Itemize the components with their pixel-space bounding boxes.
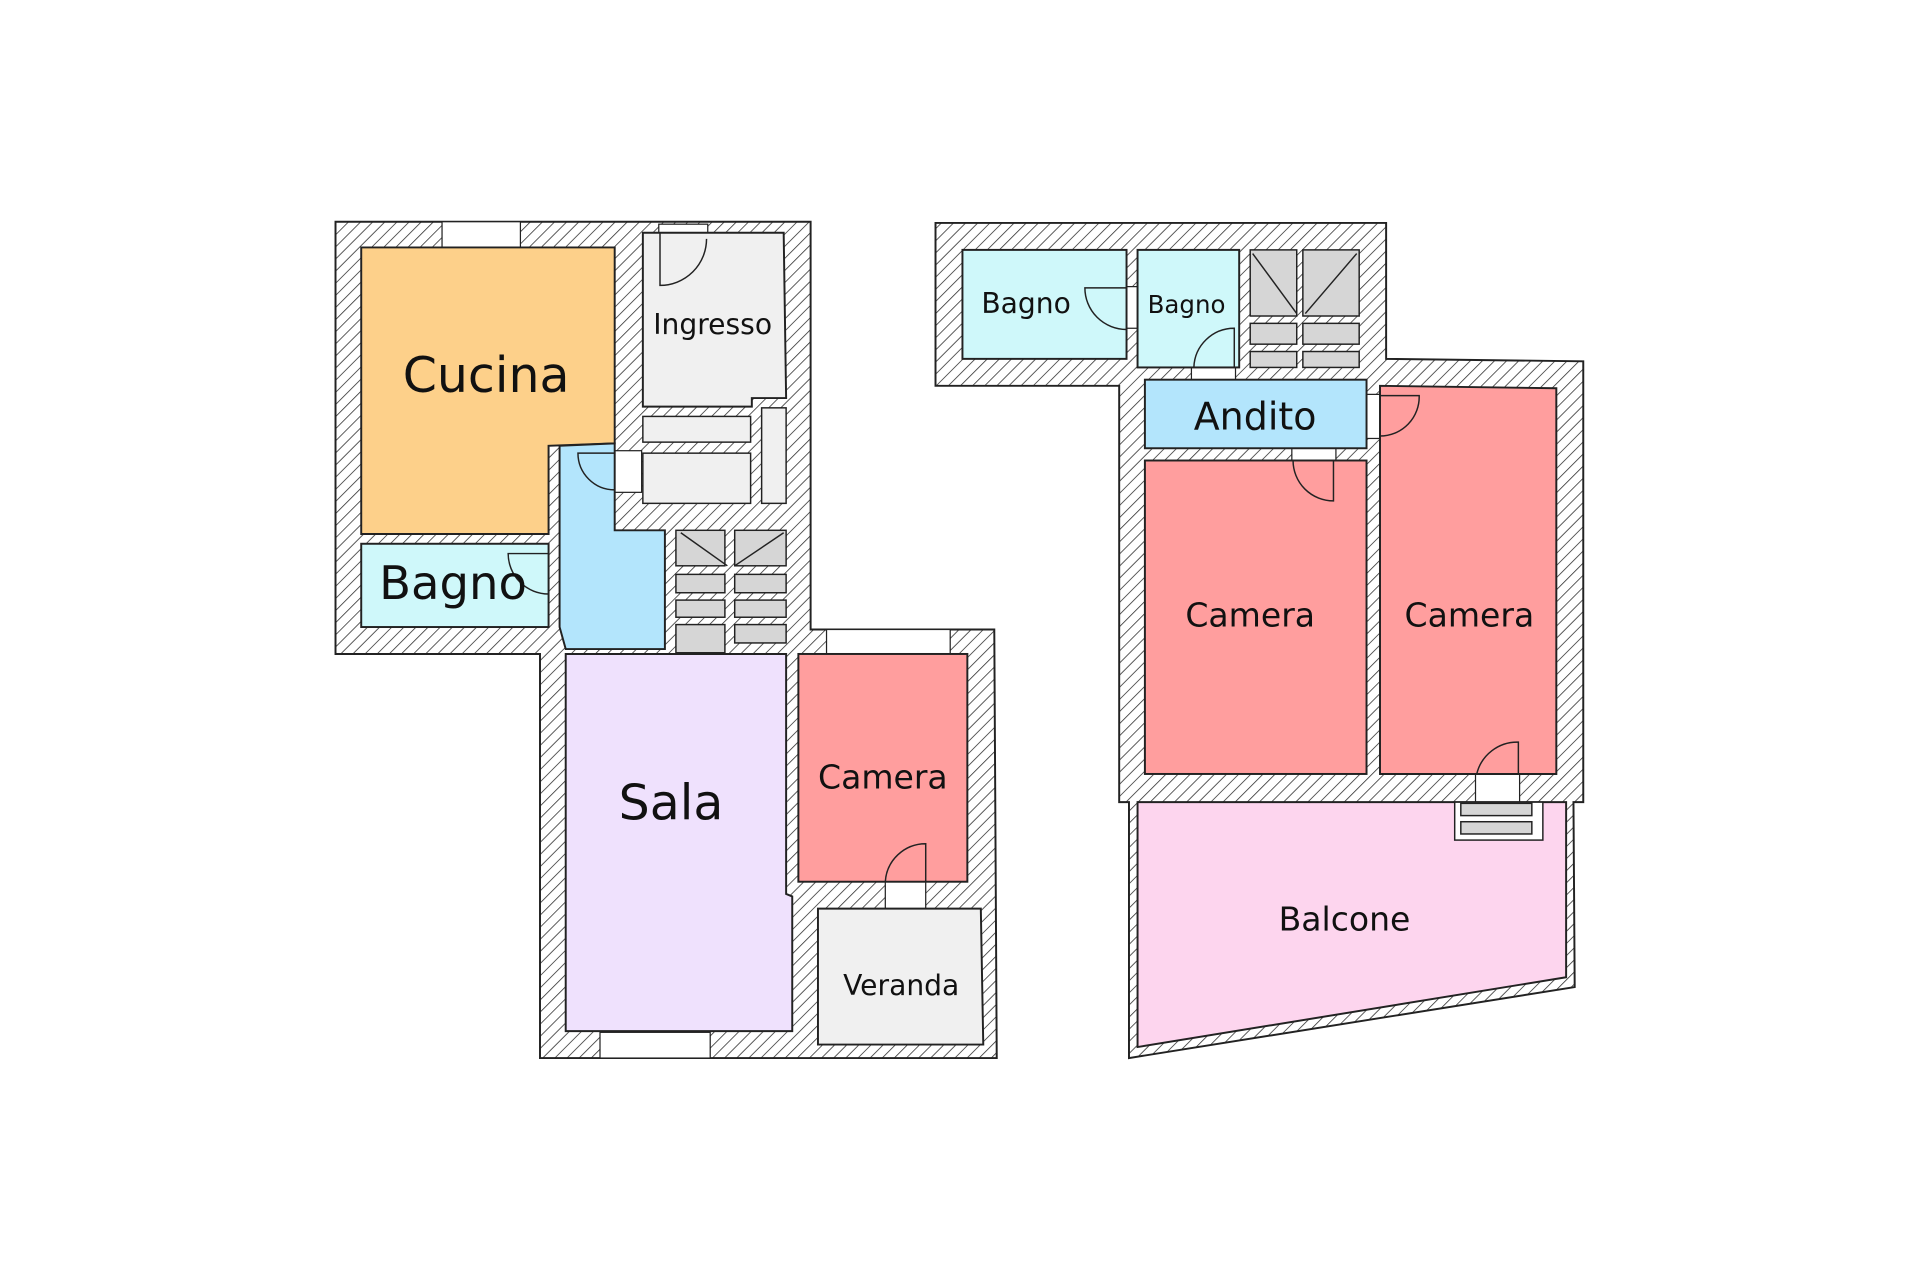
room-balcone[interactable]	[1136, 801, 1568, 1049]
room-sala[interactable]	[564, 652, 794, 1033]
label-balcone: Balcone	[1279, 899, 1411, 938]
label-camera: Camera	[818, 757, 948, 796]
room-bagno[interactable]	[360, 542, 550, 629]
label-andito: Andito	[1194, 394, 1317, 438]
door-icon	[1476, 741, 1520, 775]
room-andito[interactable]	[1143, 378, 1368, 450]
staircase	[675, 529, 787, 654]
hallway[interactable]	[558, 442, 666, 651]
door-icon	[507, 552, 549, 595]
room-bagno-1[interactable]	[961, 248, 1128, 360]
doorway	[1474, 773, 1521, 803]
doorway	[614, 450, 643, 493]
door-icon	[1084, 287, 1127, 331]
door-icon	[1379, 394, 1420, 437]
staircase	[1249, 249, 1360, 369]
room-bagno-2[interactable]	[1136, 248, 1241, 369]
room-veranda[interactable]	[816, 907, 985, 1046]
doorway	[1365, 393, 1381, 440]
doorway	[884, 881, 927, 910]
cabinet	[760, 407, 787, 505]
label-bagno-1: Bagno	[981, 287, 1071, 320]
left-unit: Cucina Ingresso Bagno Sala Camera Verand…	[334, 220, 998, 1060]
door-icon	[884, 843, 927, 882]
right-unit: Bagno Bagno Andito Camera Camera Balcone	[934, 221, 1585, 1060]
doorway	[1190, 366, 1237, 381]
doorway	[1125, 286, 1139, 329]
window	[441, 221, 522, 249]
room-camera-1[interactable]	[1143, 459, 1368, 775]
doorway	[1291, 447, 1337, 462]
cabinet	[642, 415, 752, 443]
label-veranda: Veranda	[843, 969, 959, 1002]
room-cucina[interactable]	[360, 246, 616, 535]
balcony-steps	[1453, 801, 1544, 841]
room-ingresso[interactable]	[641, 231, 788, 408]
door-icon	[659, 232, 708, 287]
door-icon	[577, 452, 615, 491]
window	[599, 1031, 711, 1059]
label-sala: Sala	[619, 774, 724, 831]
label-camera-2: Camera	[1405, 596, 1535, 635]
room-camera-2[interactable]	[1379, 384, 1558, 775]
cabinet	[642, 452, 752, 505]
label-ingresso: Ingresso	[653, 308, 772, 341]
room-camera[interactable]	[797, 652, 969, 883]
label-camera-1: Camera	[1185, 596, 1315, 635]
label-bagno: Bagno	[379, 556, 527, 610]
window	[825, 628, 951, 655]
door-icon	[1292, 460, 1335, 502]
door-icon	[1193, 327, 1236, 368]
label-cucina: Cucina	[403, 347, 570, 404]
label-bagno-2: Bagno	[1148, 290, 1226, 319]
